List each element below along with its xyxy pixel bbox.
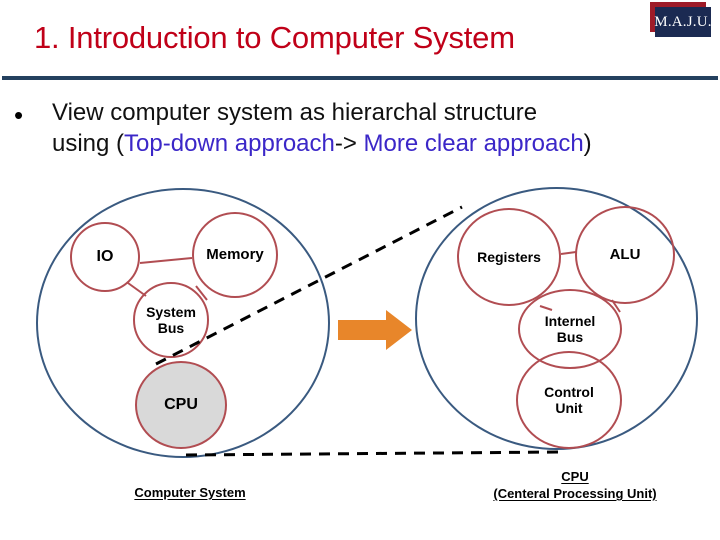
bullet-line-2: using (Top-down approach-> More clear ap…	[52, 128, 712, 159]
node-alu-label: ALU	[609, 246, 641, 263]
node-io-label: IO	[96, 248, 114, 265]
node-io: IO	[70, 222, 140, 292]
node-control-unit-line1: Control	[544, 384, 594, 400]
title-divider	[2, 76, 718, 80]
transition-arrow	[338, 310, 412, 350]
bullet-line-2-prefix: using (	[52, 130, 125, 157]
bullet-text: View computer system as hierarchal struc…	[52, 97, 712, 159]
node-memory-label: Memory	[206, 246, 264, 263]
node-cpu-label: CPU	[164, 396, 198, 413]
maju-logo: M.A.J.U.	[650, 2, 712, 38]
bullet-link-top-down: Top-down approach	[124, 130, 335, 157]
node-cpu: CPU	[135, 361, 227, 449]
caption-cpu-line1-text: CPU	[561, 469, 589, 484]
caption-cpu-line2: (Centeral Processing Unit)	[445, 485, 705, 502]
node-system-bus-line2: Bus	[157, 320, 185, 336]
node-control-unit-line2: Unit	[555, 400, 583, 416]
bullet-line-1: View computer system as hierarchal struc…	[52, 99, 538, 126]
logo-text: M.A.J.U.	[654, 13, 712, 30]
callout-line-lower	[185, 450, 563, 457]
node-registers: Registers	[457, 208, 561, 306]
page-title: 1. Introduction to Computer System	[34, 20, 515, 55]
caption-cpu-line2-text: (Centeral Processing Unit)	[493, 486, 657, 501]
node-memory: Memory	[192, 212, 278, 298]
bullet-line-2-arrow: ->	[334, 130, 364, 157]
bullet-line-2-suffix: )	[583, 130, 592, 157]
logo-navy-block: M.A.J.U.	[654, 7, 712, 37]
bullet-link-more-clear: More clear approach	[363, 130, 584, 157]
node-internal-bus-line2: Bus	[556, 329, 584, 345]
caption-computer-system-text: Computer System	[134, 485, 246, 500]
node-registers-label: Registers	[477, 249, 541, 265]
bullet-marker: •	[14, 100, 24, 130]
caption-cpu: CPU (Centeral Processing Unit)	[445, 468, 705, 502]
node-alu: ALU	[575, 206, 675, 304]
caption-computer-system: Computer System	[60, 484, 320, 501]
node-system-bus-line1: System	[146, 304, 196, 320]
caption-cpu-line1: CPU	[445, 468, 705, 485]
node-internal-bus-line1: Internel	[544, 313, 596, 329]
